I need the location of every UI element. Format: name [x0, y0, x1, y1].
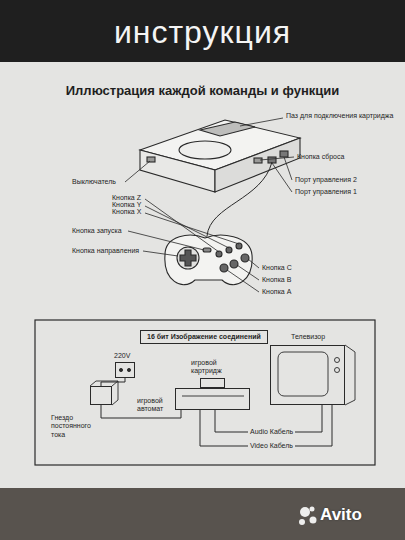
watermark-logo: [299, 507, 317, 526]
node-text: Гнездо постоянного тока: [51, 414, 95, 439]
part-label: Выключатель: [72, 178, 116, 186]
button-label: Кнопка запуска: [72, 227, 122, 235]
watermark: Avito: [320, 505, 362, 525]
page-title: инструкция: [0, 14, 405, 51]
power-outlet: 220V: [115, 362, 135, 378]
console-drawing: [140, 120, 300, 192]
controller-cable: [207, 162, 272, 236]
node-text: игровой автомат: [137, 397, 173, 414]
part-label: Порт управления 2: [295, 176, 357, 184]
cable-line: [200, 405, 332, 446]
node-text: игровой картридж: [191, 359, 231, 376]
button-label: Кнопка Z: [112, 194, 141, 202]
part-label: Порт управления 1: [295, 188, 357, 196]
button-label: Кнопка X: [112, 208, 141, 216]
connection-frame: [35, 320, 375, 465]
title-band: [0, 0, 405, 62]
game-console: игровой автомат: [175, 388, 250, 410]
table-surface: [0, 488, 405, 540]
node-text: Телевизор: [291, 333, 325, 341]
node-text: 16 бит Изображение соединений: [147, 333, 261, 341]
button-label: Кнопка направления: [72, 247, 139, 255]
part-label: Паз для подключения картриджа: [286, 112, 393, 120]
game-cartridge: игровой картридж: [200, 378, 225, 388]
heading-box: 16 бит Изображение соединений: [140, 330, 268, 344]
button-label: Кнопка В: [262, 276, 291, 284]
cable-label: Video Кабель: [248, 442, 295, 450]
cable-line: [101, 378, 125, 386]
button-label: Кнопка Y: [112, 201, 141, 209]
section-heading: Иллюстрация каждой команды и функции: [40, 84, 365, 99]
cable-label: Audio Кабель: [248, 428, 295, 436]
controller-drawing: [165, 235, 252, 284]
device-details: [90, 345, 355, 405]
button-label: Кнопка С: [262, 264, 292, 272]
television: Телевизор: [270, 345, 345, 405]
leader-lines: [125, 118, 294, 292]
power-adapter: Гнездо постоянного тока: [90, 386, 112, 405]
button-label: Кнопка А: [262, 288, 291, 296]
part-label: Кнопка сброса: [297, 153, 344, 161]
node-text: 220V: [114, 352, 130, 360]
